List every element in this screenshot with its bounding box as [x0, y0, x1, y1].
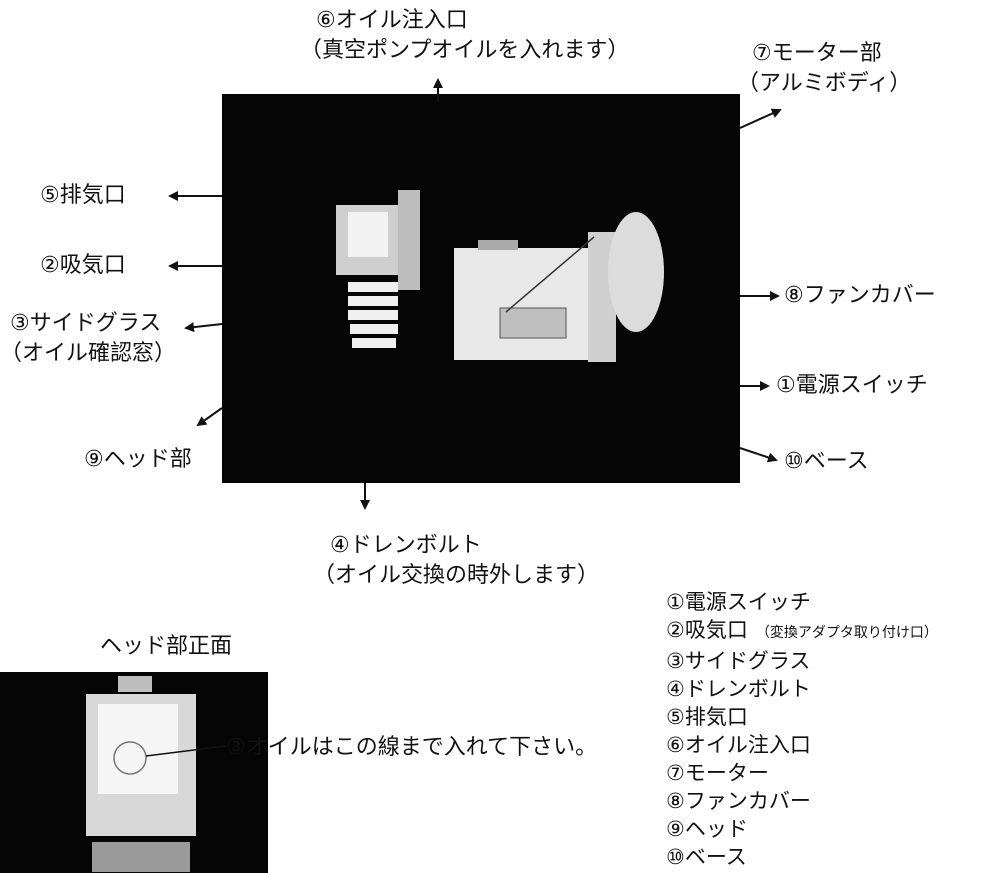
- label-drain-bolt-title: ④ドレンボルト: [330, 533, 482, 558]
- motor-handle: [478, 240, 518, 250]
- arrow-head: [196, 407, 223, 427]
- label-head: ⑨ヘッド部: [84, 447, 192, 472]
- legend-item-label: ⑦モーター: [666, 761, 769, 785]
- legend-item-label: ⑩ベース: [666, 845, 747, 869]
- parts-legend: ①電源スイッチ ②吸気口 （変換アダプタ取り付け口） ③サイドグラス ④ドレンボル…: [666, 588, 938, 871]
- arrow-base: [739, 447, 778, 463]
- head-front-caption: ヘッド部正面: [100, 634, 233, 659]
- legend-item: ②吸気口 （変換アダプタ取り付け口）: [666, 616, 938, 647]
- legend-item-note: （変換アダプタ取り付け口）: [755, 625, 938, 641]
- label-motor-note: （アルミボディ）: [737, 71, 912, 96]
- arrow-motor: [739, 108, 782, 129]
- pump-head-plate: [398, 190, 420, 290]
- label-motor-title: ⑦モーター部: [752, 41, 882, 66]
- fan-cover-shape: [608, 212, 664, 332]
- label-drain-bolt-note: （オイル交換の時外します）: [313, 563, 600, 588]
- arrow-sight-glass: [184, 322, 223, 333]
- pump-fins: [348, 282, 398, 348]
- legend-item: ⑨ヘッド: [666, 815, 938, 843]
- legend-item: ⑤排気口: [666, 703, 938, 731]
- label-sight-glass-note: （オイル確認窓）: [0, 341, 177, 366]
- label-intake: ②吸気口: [40, 253, 126, 278]
- label-oil-inlet-note: （真空ポンプオイルを入れます）: [300, 38, 630, 63]
- oil-line-note: ③オイルはこの線まで入れて下さい。: [226, 735, 598, 760]
- oil-level-line: [145, 745, 227, 757]
- pump-illustration: [336, 190, 664, 362]
- legend-item: ⑧ファンカバー: [666, 787, 938, 815]
- legend-item-label: ⑧ファンカバー: [666, 789, 811, 813]
- motor-body: [454, 248, 594, 360]
- legend-item-label: ⑥オイル注入口: [666, 733, 811, 757]
- legend-item: ④ドレンボルト: [666, 675, 938, 703]
- legend-item-label: ⑤排気口: [666, 705, 748, 729]
- head-front-window: [98, 704, 178, 794]
- legend-item: ③サイドグラス: [666, 647, 938, 675]
- legend-item-label: ②吸気口: [666, 618, 748, 642]
- label-oil-inlet-title: ⑥オイル注入口: [316, 8, 468, 33]
- label-power-switch: ①電源スイッチ: [776, 373, 928, 398]
- pump-head-window: [348, 212, 388, 257]
- label-sight-glass-title: ③サイドグラス: [10, 311, 162, 336]
- legend-item: ⑦モーター: [666, 759, 938, 787]
- legend-item: ①電源スイッチ: [666, 588, 938, 616]
- legend-item-label: ①電源スイッチ: [666, 590, 811, 614]
- legend-item-label: ⑨ヘッド: [666, 817, 748, 841]
- legend-item-label: ③サイドグラス: [666, 649, 811, 673]
- legend-item-label: ④ドレンボルト: [666, 677, 811, 701]
- motor-label-plate: [499, 307, 567, 339]
- label-base: ⑩ベース: [784, 449, 869, 474]
- label-fan-cover: ⑧ファンカバー: [784, 283, 936, 308]
- legend-item: ⑥オイル注入口: [666, 731, 938, 759]
- legend-item: ⑩ベース: [666, 843, 938, 871]
- label-exhaust: ⑤排気口: [40, 183, 126, 208]
- head-front-illustration: [86, 676, 196, 872]
